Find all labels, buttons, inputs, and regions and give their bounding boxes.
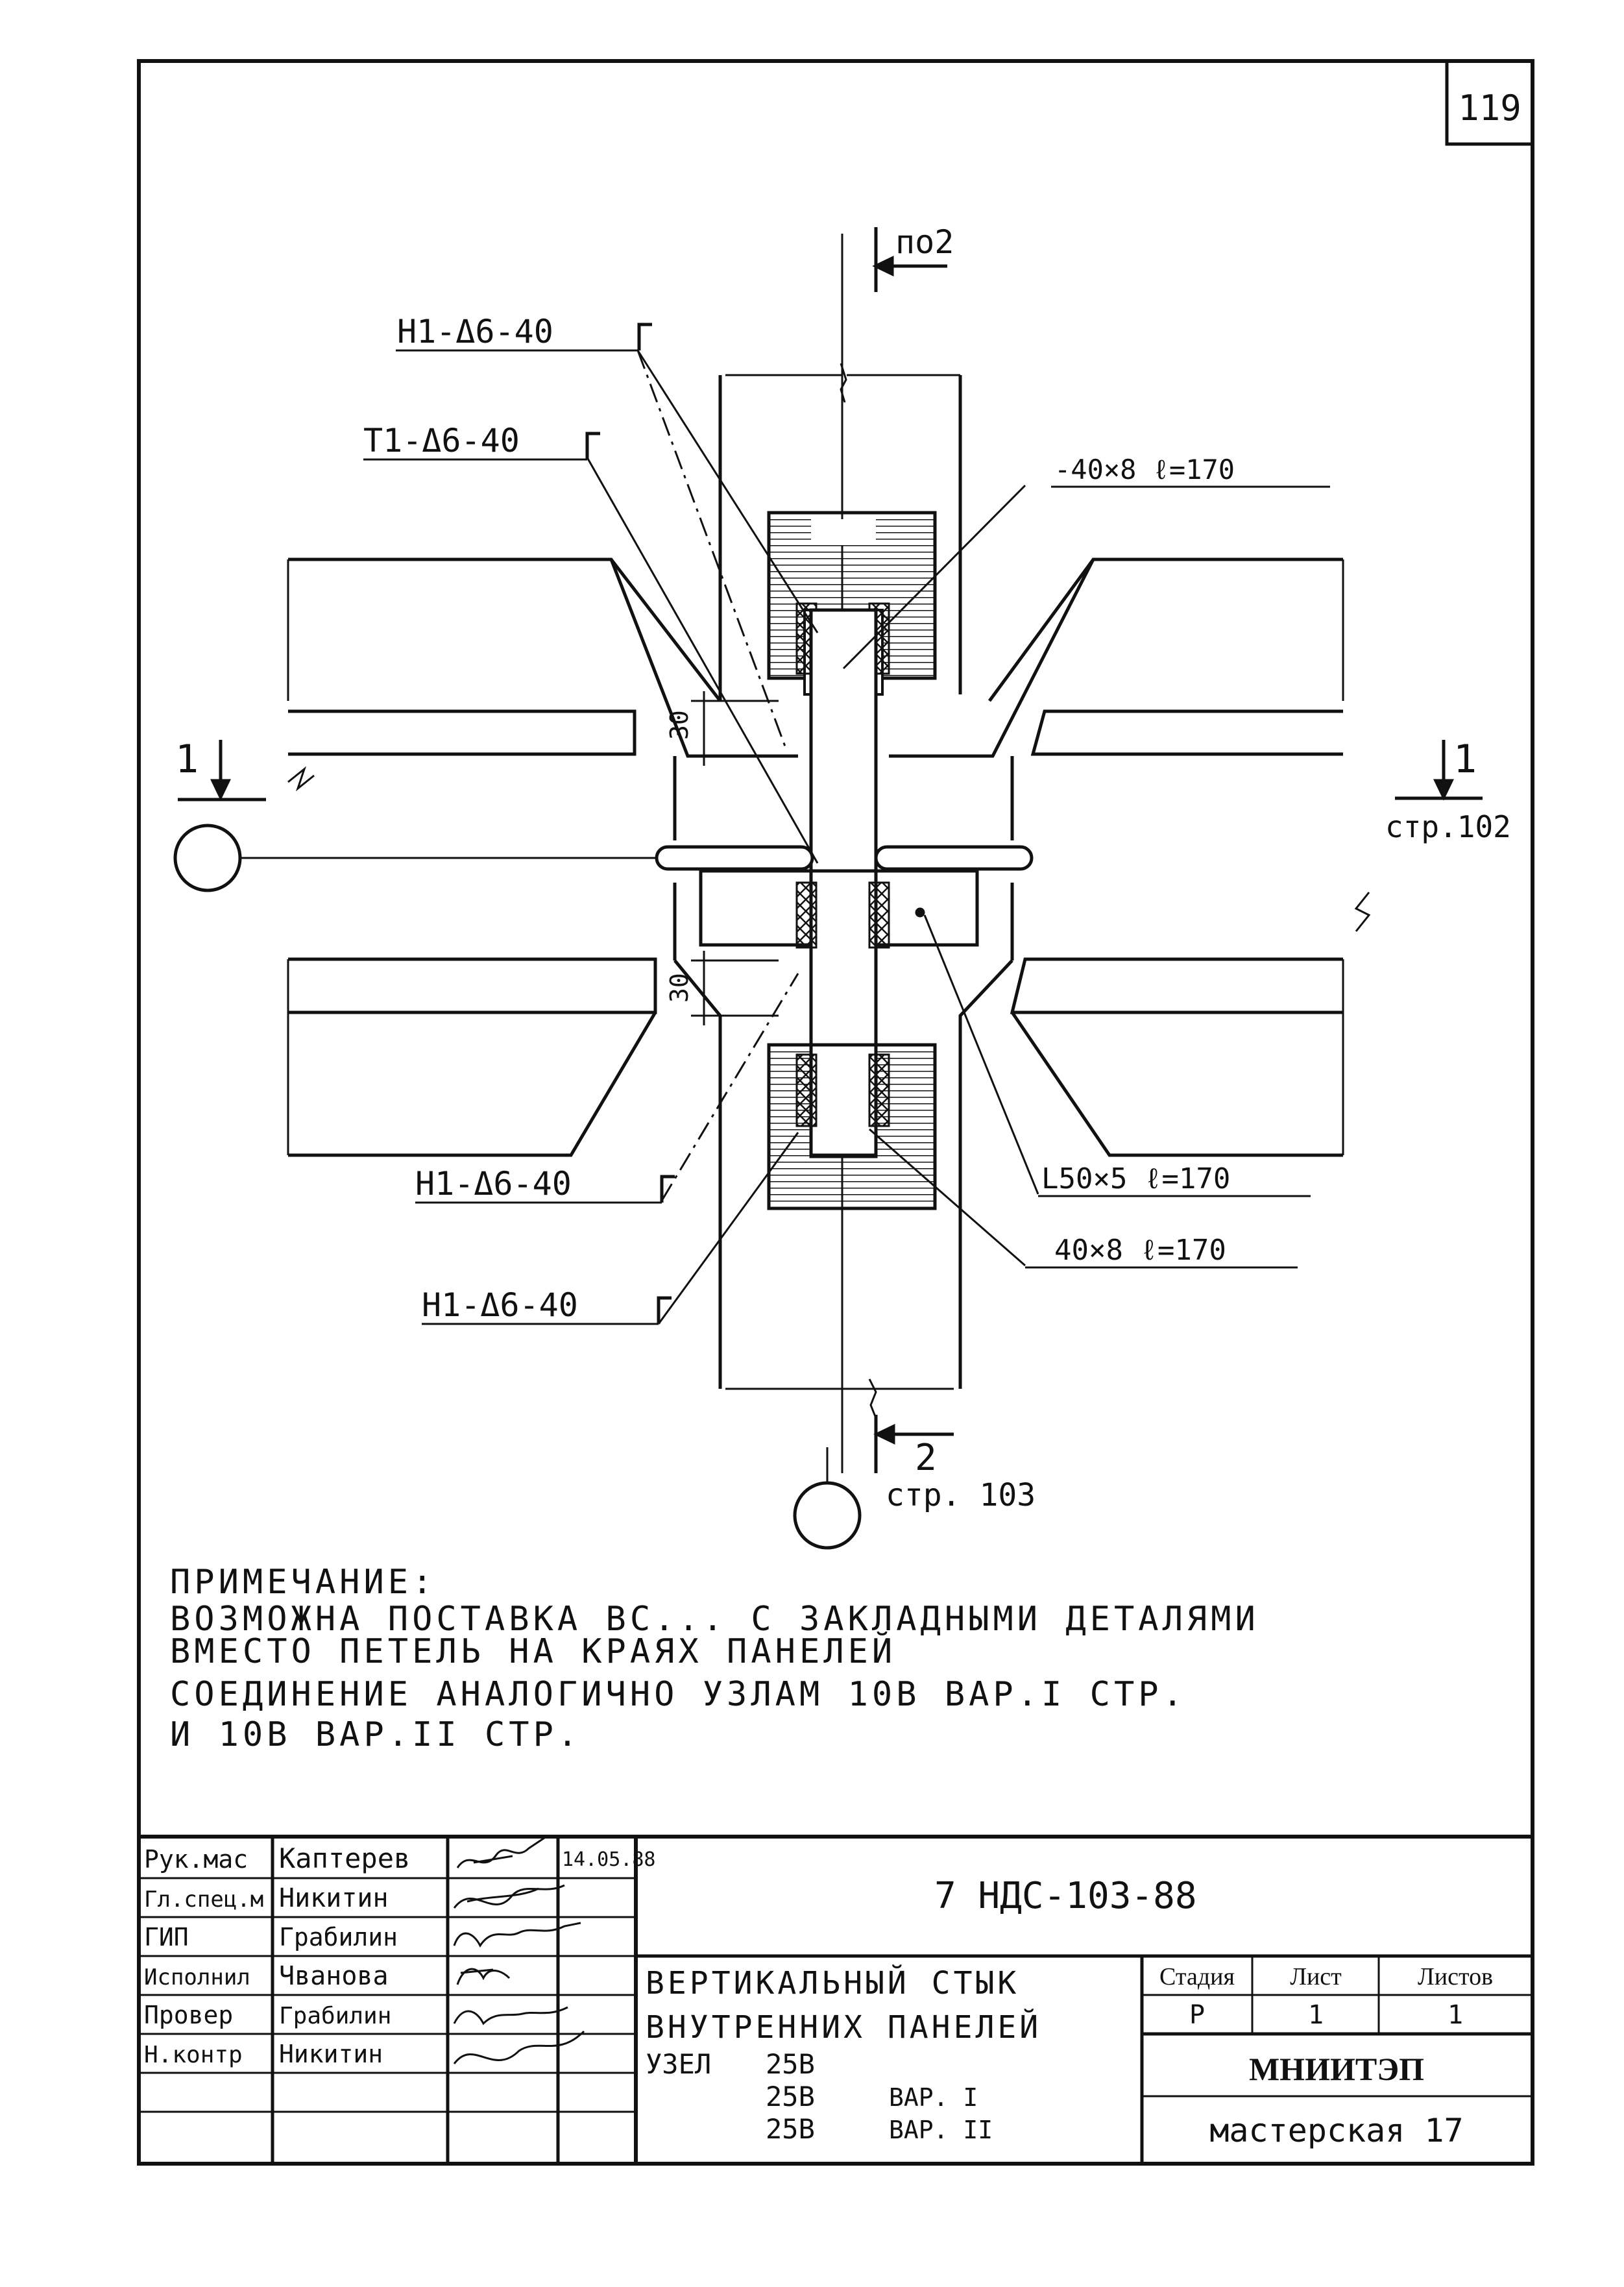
title-block-roles: Рук.мас Гл.спец.м ГИП Исполнил Провер Н.… bbox=[144, 1845, 263, 2068]
dimension-gap-bottom: 30 bbox=[665, 973, 694, 1003]
section-ref-bottom-number: 2 bbox=[915, 1437, 937, 1479]
title-block-names: Каптерев Никитин Грабилин Чванова Грабил… bbox=[279, 1842, 410, 2068]
name-4: Чванова bbox=[279, 1961, 389, 1991]
sheet-value: 1 bbox=[1308, 2000, 1324, 2030]
role-5: Провер bbox=[144, 2001, 233, 2029]
section-ref-bottom-page: стр. 103 bbox=[886, 1477, 1036, 1513]
workshop-name: мастерская 17 bbox=[1209, 2112, 1463, 2149]
note-line-4: И 10В ВАР.II СТР. bbox=[170, 1715, 581, 1754]
callout-n1-bottom-2: Н1-Δ6-40 bbox=[422, 1286, 578, 1324]
name-2: Никитин bbox=[279, 1883, 389, 1913]
signatures bbox=[453, 1834, 585, 2064]
sheet-header: Лист bbox=[1290, 1963, 1342, 1990]
role-2: Гл.спец.м bbox=[144, 1887, 263, 1913]
name-1: Каптерев bbox=[279, 1842, 410, 1874]
section-ref-right-number: 1 bbox=[1453, 737, 1477, 782]
title-block bbox=[139, 1835, 1533, 2164]
loop-left bbox=[655, 845, 814, 871]
sheet-frame bbox=[137, 59, 1534, 2166]
note-line-3: СОЕДИНЕНИЕ АНАЛОГИЧНО УЗЛАМ 10В ВАР.I СТ… bbox=[170, 1675, 1187, 1714]
signature-4 bbox=[456, 1968, 511, 1985]
dimension-gap-top: 30 bbox=[665, 710, 694, 740]
axis-bubble-bottom bbox=[793, 1481, 862, 1550]
note-line-1: ВОЗМОЖНА ПОСТАВКА ВС... С ЗАКЛАДНЫМИ ДЕТ… bbox=[170, 1600, 1259, 1639]
sheet-number: 119 bbox=[1458, 88, 1521, 128]
role-4: Исполнил bbox=[144, 1964, 250, 1990]
organization-name: МНИИТЭП bbox=[1249, 2051, 1424, 2087]
callout-plate-top: -40×8 ℓ=170 bbox=[1054, 454, 1235, 485]
section-ref-labels: по2 1 1 стр.102 2 стр. 103 bbox=[175, 223, 1511, 1513]
section-cut-markers bbox=[178, 227, 1483, 1473]
callout-t1: Т1-Δ6-40 bbox=[363, 422, 520, 459]
document-code: 7 НДС-103-88 bbox=[934, 1875, 1197, 1917]
signature-3 bbox=[453, 1922, 581, 1948]
name-5: Грабилин bbox=[279, 2003, 391, 2029]
drawing-title-line-2: ВНУТРЕННИХ ПАНЕЛЕЙ bbox=[646, 2009, 1041, 2046]
role-3: ГИП bbox=[144, 1923, 189, 1951]
note-line-2: ВМЕСТО ПЕТЕЛЬ НА КРАЯХ ПАНЕЛЕЙ bbox=[170, 1632, 896, 1671]
node-number-2: 25В bbox=[766, 2081, 815, 2112]
stage-value: Р bbox=[1189, 2000, 1205, 2030]
stage-header: Стадия bbox=[1159, 1963, 1235, 1990]
node-variant-2: ВАР. II bbox=[889, 2116, 993, 2144]
callout-angle: L50×5 ℓ=170 bbox=[1041, 1162, 1230, 1195]
section-ref-left-number: 1 bbox=[175, 737, 199, 782]
signature-1 bbox=[456, 1834, 549, 1868]
axis-bubble-left bbox=[173, 824, 242, 892]
role-1: Рук.мас bbox=[144, 1845, 248, 1874]
drawing-title-line-1: ВЕРТИКАЛЬНЫЙ СТЫК bbox=[646, 1964, 1019, 2001]
sheets-header: Листов bbox=[1418, 1963, 1493, 1990]
callout-n1-top: Н1-Δ6-40 bbox=[397, 313, 553, 350]
note-heading: ПРИМЕЧАНИЕ: bbox=[170, 1563, 436, 1602]
sheets-value: 1 bbox=[1448, 2000, 1463, 2030]
plate-top bbox=[809, 608, 878, 875]
callout-n1-bottom-1: Н1-Δ6-40 bbox=[415, 1165, 572, 1203]
node-number-1: 25В bbox=[766, 2048, 815, 2080]
note-block: ПРИМЕЧАНИЕ: ВОЗМОЖНА ПОСТАВКА ВС... С ЗА… bbox=[170, 1563, 1259, 1754]
section-ref-right-page: стр.102 bbox=[1385, 809, 1511, 844]
node-variant-1: ВАР. I bbox=[889, 2083, 978, 2112]
section-bubbles bbox=[173, 824, 862, 1550]
signature-2 bbox=[453, 1884, 565, 1909]
name-3: Грабилин bbox=[279, 1923, 398, 1951]
role-6: Н.контр bbox=[144, 2042, 243, 2068]
sheet-number-box: 119 bbox=[1445, 61, 1533, 146]
callout-labels: Н1-Δ6-40 Т1-Δ6-40 -40×8 ℓ=170 Н1-Δ6-40 Н… bbox=[363, 313, 1235, 1324]
signature-6 bbox=[453, 2030, 585, 2064]
leader-lines bbox=[363, 323, 1330, 1325]
node-number-3: 25В bbox=[766, 2113, 815, 2145]
loop-right bbox=[874, 845, 1034, 871]
joint-drawing bbox=[239, 234, 1371, 1473]
approval-date: 14.05.88 bbox=[562, 1848, 656, 1871]
node-label: УЗЕЛ bbox=[646, 2048, 711, 2080]
callout-plate-bottom: 40×8 ℓ=170 bbox=[1054, 1234, 1226, 1267]
signature-5 bbox=[453, 2006, 568, 2025]
name-6: Никитин bbox=[279, 2040, 383, 2068]
section-ref-top: по2 bbox=[895, 223, 954, 261]
